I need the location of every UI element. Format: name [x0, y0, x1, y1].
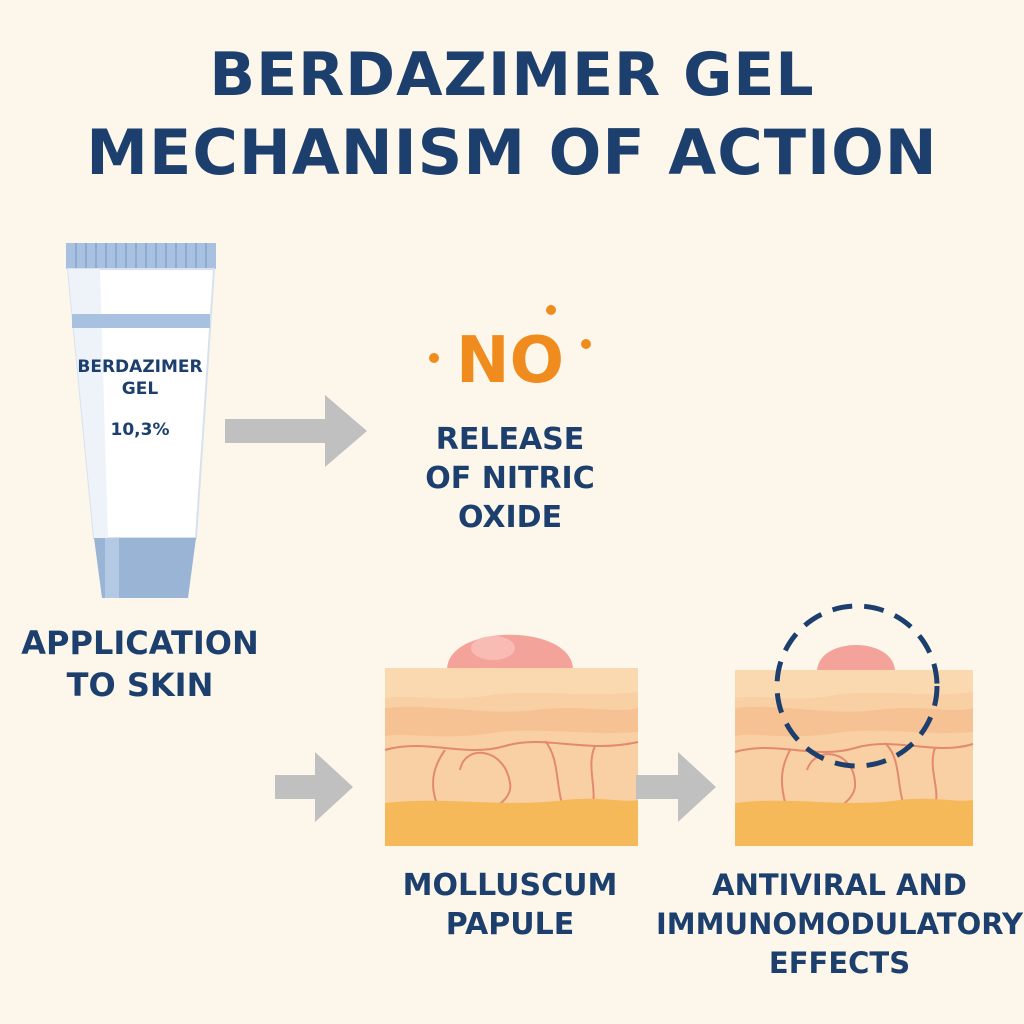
title-line-1: BERDAZIMER GEL	[209, 40, 815, 110]
arrow-right-icon	[636, 752, 716, 822]
application-label: APPLICATION TO SKIN	[21, 624, 259, 704]
tube-product-name: BERDAZIMER GEL	[77, 357, 203, 399]
nitric-oxide-dots-icon	[429, 305, 591, 363]
title-line-2: MECHANISM OF ACTION	[86, 116, 938, 189]
arrow-right-icon	[275, 752, 353, 822]
effects-label: ANTIVIRAL AND IMMUNOMODULATORY EFFECTS	[656, 868, 1023, 980]
gel-tube-icon	[66, 243, 216, 598]
no-symbol: NO	[456, 324, 564, 398]
tube-concentration: 10,3%	[110, 420, 170, 440]
dashed-circle-icon	[774, 603, 940, 769]
release-label: RELEASE OF NITRIC OXIDE	[425, 422, 595, 535]
skin-cross-section-icon	[384, 634, 639, 846]
skin-cross-section-icon	[734, 603, 974, 846]
arrow-right-icon	[225, 395, 367, 467]
papule-label: MOLLUSCUM PAPULE	[402, 868, 618, 942]
